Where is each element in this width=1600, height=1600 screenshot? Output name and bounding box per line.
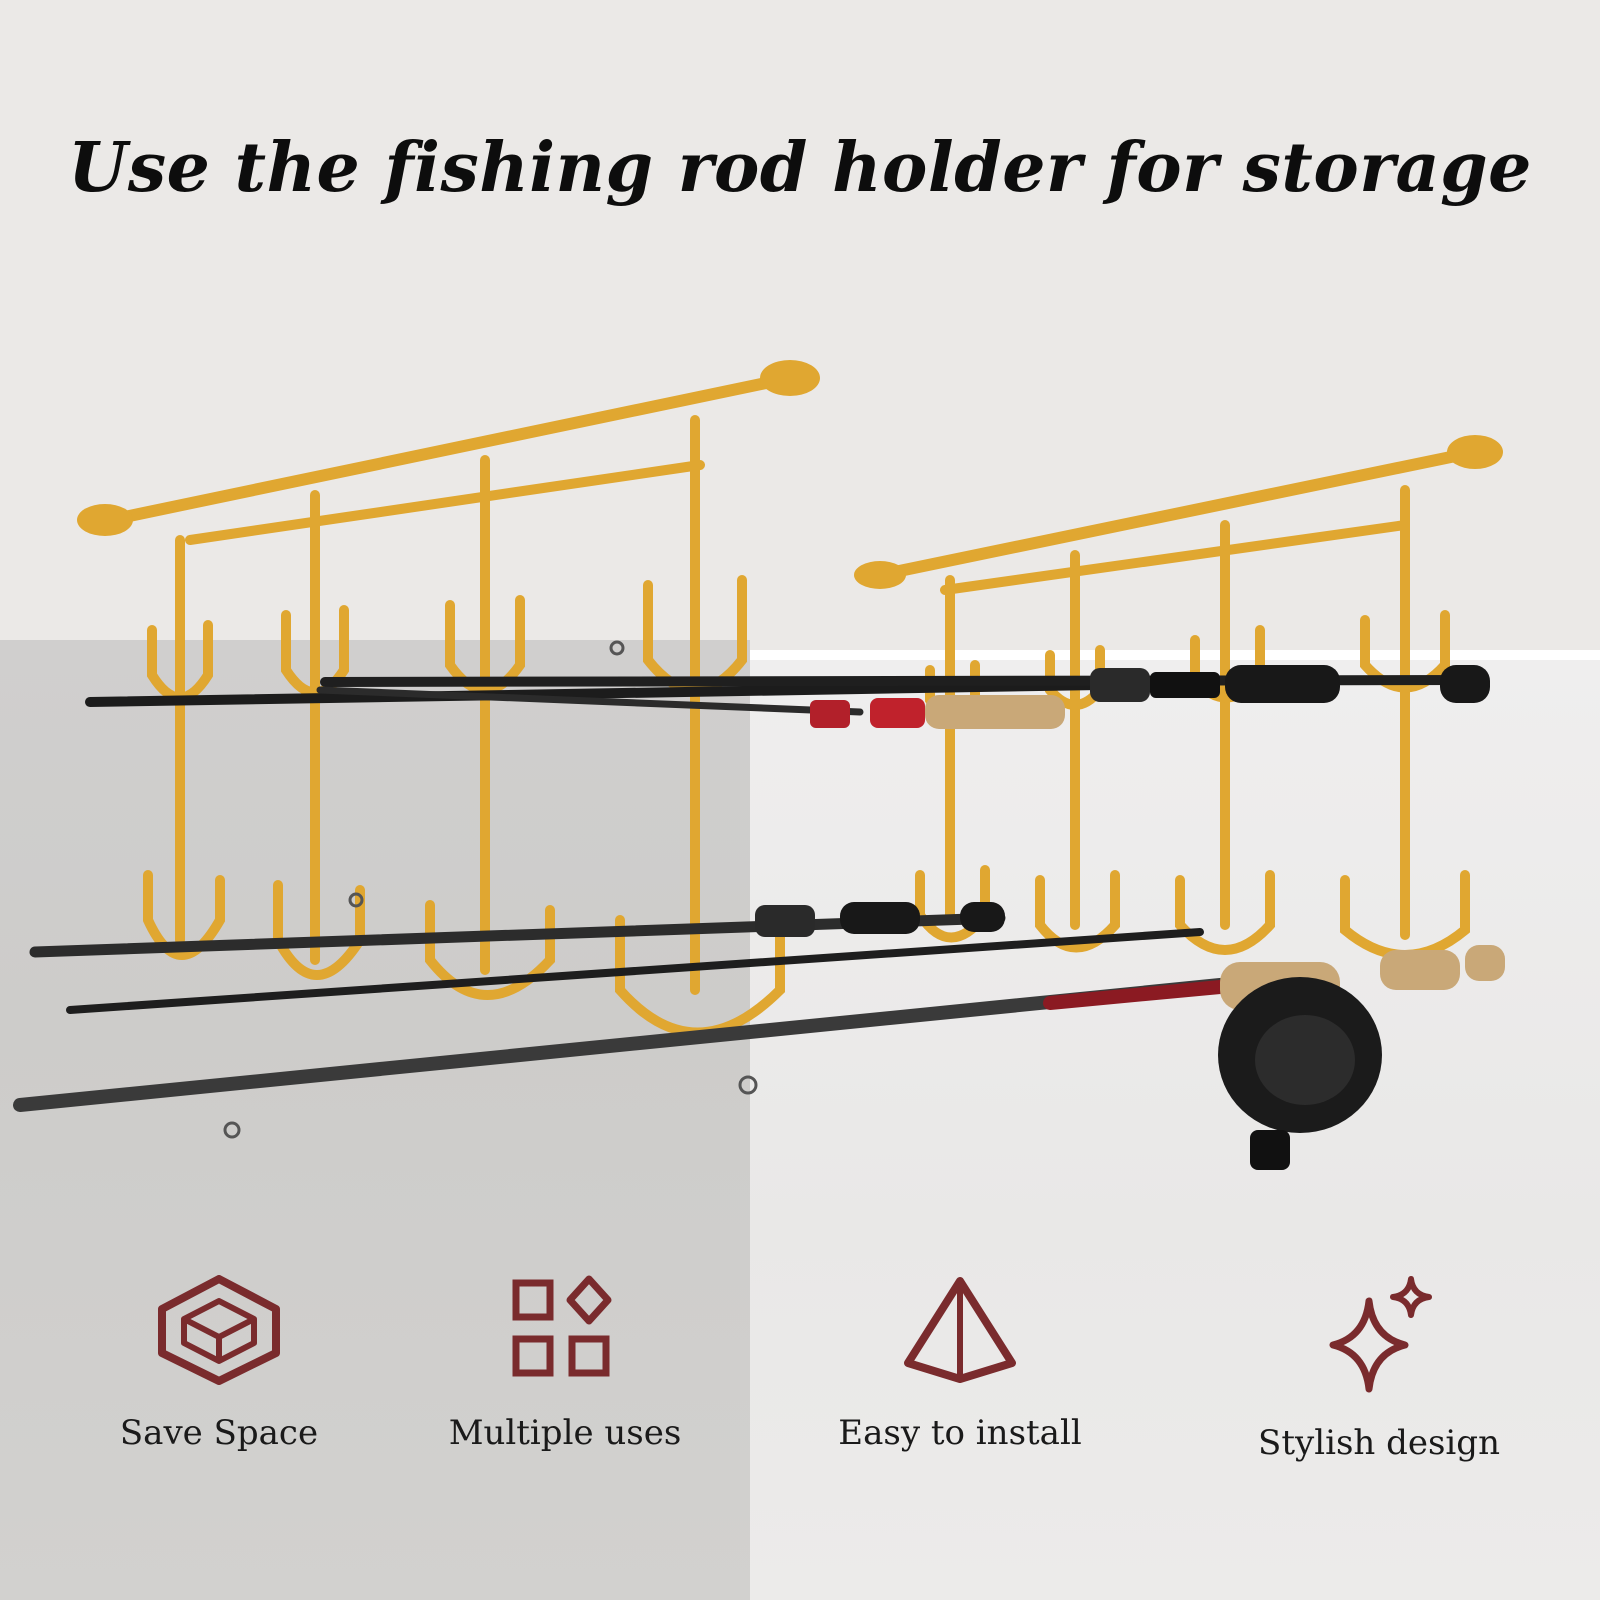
cube-in-box-icon [158, 1275, 280, 1385]
pyramid-icon [904, 1277, 1016, 1383]
grid-diamond-icon [512, 1275, 612, 1377]
feature-multiple-uses: Multiple uses [415, 1275, 715, 1453]
left-wall-panel [0, 640, 750, 1600]
feature-stylish-design: Stylish design [1229, 1275, 1529, 1463]
feature-label: Stylish design [1258, 1423, 1500, 1463]
sparkle-icon [1329, 1276, 1432, 1393]
fishing-rods [13, 640, 1505, 1170]
feature-label: Save Space [119, 1413, 319, 1453]
feature-label: Multiple uses [448, 1413, 682, 1453]
headline: Use the fishing rod holder for storage [68, 128, 1532, 208]
feature-easy-install: Easy to install [810, 1275, 1110, 1453]
upper-wall [0, 0, 1600, 650]
feature-label: Easy to install [838, 1413, 1082, 1453]
feature-save-space: Save Space [69, 1275, 369, 1453]
right-wall-panel [750, 660, 1600, 1600]
